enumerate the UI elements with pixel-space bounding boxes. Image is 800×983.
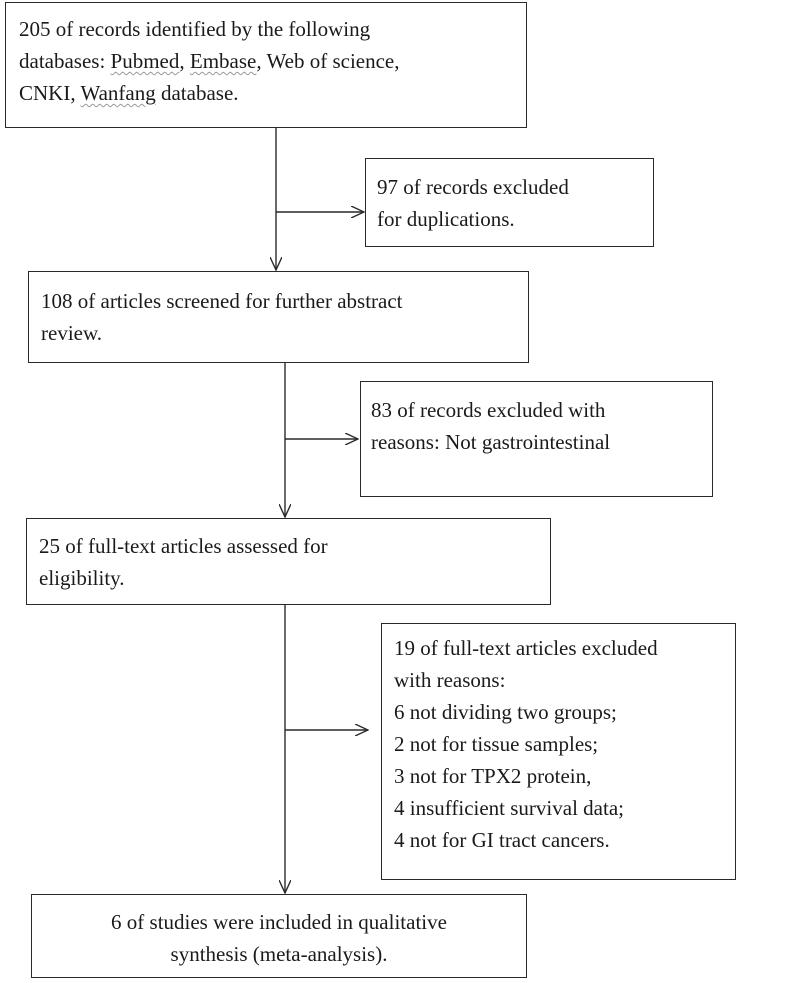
identification-line-3: CNKI, Wanfang database. (19, 77, 526, 109)
excluded-abstract-line-2: reasons: Not gastrointestinal (371, 430, 611, 454)
excluded-fulltext-line-2: with reasons: (394, 668, 506, 692)
database-pubmed: Pubmed (110, 49, 180, 73)
eligibility-box: 25 of full-text articles assessed for el… (26, 518, 551, 605)
identification-prefix: databases: (19, 49, 111, 73)
included-line-1: 6 of studies were included in qualitativ… (111, 910, 447, 934)
included-line-2: synthesis (meta-analysis). (170, 942, 388, 966)
separator-1: , (179, 49, 190, 73)
excluded-fulltext-line-1: 19 of full-text articles excluded (394, 636, 658, 660)
identification-line-2: databases: Pubmed, Embase, Web of scienc… (19, 45, 526, 77)
identification-box: 205 of records identified by the followi… (5, 2, 527, 128)
excluded-duplicates-box: 97 of records excluded for duplications. (365, 158, 654, 247)
excluded-fulltext-box: 19 of full-text articles excluded with r… (381, 623, 736, 880)
database-embase: Embase (189, 49, 257, 73)
excluded-fulltext-line-6: 4 insufficient survival data; (394, 796, 624, 820)
excluded-duplicates-line-2: for duplications. (377, 207, 515, 231)
included-box: 6 of studies were included in qualitativ… (31, 894, 527, 978)
excluded-fulltext-line-7: 4 not for GI tract cancers. (394, 828, 610, 852)
identification-line3-prefix: CNKI, (19, 81, 81, 105)
eligibility-line-1: 25 of full-text articles assessed for (39, 534, 328, 558)
excluded-duplicates-line-1: 97 of records excluded (377, 175, 569, 199)
identification-line-1: 205 of records identified by the followi… (19, 17, 371, 41)
screening-line-2: review. (41, 321, 103, 345)
excluded-fulltext-line-3: 6 not dividing two groups; (394, 700, 617, 724)
identification-line3-suffix: database. (155, 81, 239, 105)
screening-line-1: 108 of articles screened for further abs… (41, 289, 403, 313)
eligibility-line-2: eligibility. (39, 566, 125, 590)
excluded-abstract-box: 83 of records excluded with reasons: Not… (360, 381, 713, 497)
excluded-abstract-line-1: 83 of records excluded with (371, 398, 606, 422)
database-wanfang: Wanfang (80, 81, 156, 105)
excluded-fulltext-line-4: 2 not for tissue samples; (394, 732, 599, 756)
excluded-fulltext-line-5: 3 not for TPX2 protein, (394, 764, 592, 788)
screening-box: 108 of articles screened for further abs… (28, 271, 529, 363)
separator-2: , Web of science, (256, 49, 400, 73)
